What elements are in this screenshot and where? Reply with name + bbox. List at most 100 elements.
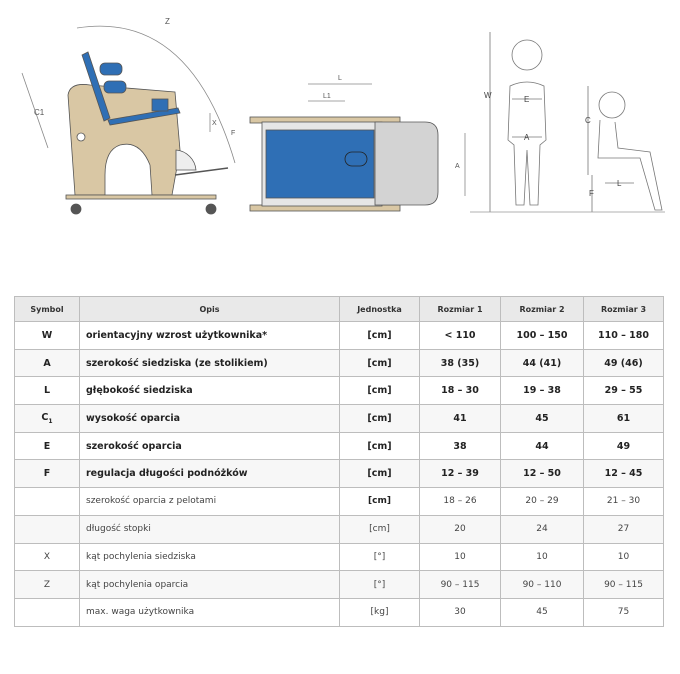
label-z: Z: [165, 17, 170, 26]
cell-unit-text: [cm]: [367, 440, 392, 452]
cell-unit: [cm]: [339, 431, 420, 461]
cell-opis-text: szerokość siedziska (ze stolikiem): [86, 357, 268, 369]
cell-opis: max. waga użytkownika: [79, 597, 340, 627]
cell-unit: [cm]: [339, 487, 420, 516]
header-rozmiar-1: Rozmiar 1: [419, 296, 501, 322]
cell-symbol: W: [14, 321, 80, 350]
cell-rozmiar-1: 18 – 30: [419, 376, 501, 406]
cell-rozmiar-3-text: 110 – 180: [597, 329, 650, 341]
cell-rozmiar-2: 10: [500, 542, 584, 572]
cell-opis: orientacyjny wzrost użytkownika*: [79, 321, 340, 350]
cell-symbol: C1: [14, 404, 80, 433]
cell-unit: [cm]: [339, 376, 420, 406]
cell-rozmiar-3-text: 29 – 55: [604, 385, 643, 397]
cell-rozmiar-3: 110 – 180: [583, 321, 664, 350]
cell-rozmiar-2-text: 10: [536, 551, 548, 562]
cell-rozmiar-3-text: 75: [617, 607, 630, 618]
cell-unit-text: [°]: [373, 551, 386, 562]
cell-opis: głębokość siedziska: [79, 376, 340, 406]
chair-side-view: Z C1 X F: [21, 17, 236, 215]
header-symbol: Symbol: [14, 296, 80, 322]
label-e: E: [524, 95, 529, 104]
cell-rozmiar-1-text: 90 – 115: [440, 579, 480, 590]
cell-symbol: E: [14, 431, 80, 461]
label-f-child: F: [589, 189, 594, 198]
cell-rozmiar-1: < 110: [419, 321, 501, 350]
cell-opis: szerokość oparcia z pelotami: [79, 487, 340, 516]
cell-symbol: [14, 514, 80, 544]
cell-rozmiar-3-text: 90 – 115: [604, 579, 643, 590]
label-a-child: A: [524, 133, 530, 142]
cell-opis: kąt pochylenia oparcia: [79, 570, 340, 599]
cell-symbol-text: A: [43, 357, 51, 369]
cell-rozmiar-2-text: 12 – 50: [523, 468, 561, 480]
cell-rozmiar-3: 12 – 45: [583, 459, 664, 489]
cell-unit: [°]: [339, 542, 420, 572]
cell-symbol-text: C: [41, 411, 49, 423]
cell-opis-text: wysokość oparcia: [86, 412, 181, 424]
table-row: C1 wysokość oparcia [cm] 41 45 61: [14, 404, 664, 433]
cell-unit-text: [cm]: [367, 357, 392, 369]
cell-rozmiar-2-text: 24: [536, 524, 548, 535]
cell-rozmiar-3-text: 49: [616, 440, 631, 452]
cell-rozmiar-3: 49: [583, 431, 664, 461]
cell-rozmiar-1-text: 30: [454, 607, 466, 618]
cell-unit: [cm]: [339, 514, 420, 544]
cell-rozmiar-2-text: 100 – 150: [516, 329, 568, 341]
cell-rozmiar-1: 18 – 26: [419, 487, 501, 516]
label-f: F: [231, 130, 235, 137]
cell-rozmiar-1-text: 41: [453, 412, 467, 424]
cell-rozmiar-3: 75: [583, 597, 664, 627]
cell-unit-text: [cm]: [367, 412, 392, 424]
table-header-row: Symbol Opis Jednostka Rozmiar 1 Rozmiar …: [14, 296, 664, 322]
cell-rozmiar-3-text: 21 – 30: [606, 496, 641, 507]
cell-symbol: L: [14, 376, 80, 406]
cell-rozmiar-2-text: 19 – 38: [523, 385, 561, 397]
cell-unit-text: [cm]: [367, 468, 392, 480]
cell-rozmiar-1-text: 10: [454, 551, 466, 562]
cell-rozmiar-3: 27: [583, 514, 664, 544]
cell-rozmiar-1-text: 12 – 39: [441, 468, 479, 480]
symbol-subscript: 1: [48, 417, 53, 425]
cell-rozmiar-2: 100 – 150: [500, 321, 584, 350]
cell-rozmiar-3: 21 – 30: [583, 487, 664, 516]
cell-rozmiar-1-text: 18 – 26: [443, 496, 477, 507]
cell-unit-text: [cm]: [367, 329, 392, 341]
cell-rozmiar-2: 20 – 29: [500, 487, 584, 516]
cell-rozmiar-3-text: 61: [616, 412, 631, 424]
cell-unit: [cm]: [339, 321, 420, 350]
cell-symbol-text: F: [43, 468, 51, 480]
cell-unit-text: [cm]: [367, 385, 392, 397]
cell-unit: [cm]: [339, 459, 420, 489]
label-c: C: [585, 116, 591, 125]
cell-rozmiar-3: 29 – 55: [583, 376, 664, 406]
cell-rozmiar-2: 45: [500, 404, 584, 433]
cell-unit: [°]: [339, 570, 420, 599]
cell-rozmiar-2-text: 90 – 110: [522, 579, 562, 590]
cell-rozmiar-2: 44: [500, 431, 584, 461]
cell-rozmiar-2: 19 – 38: [500, 376, 584, 406]
header-opis: Opis: [79, 296, 340, 322]
cell-rozmiar-3-text: 10: [617, 551, 630, 562]
cell-rozmiar-1: 20: [419, 514, 501, 544]
table-row: szerokość oparcia z pelotami[cm] 18 – 26 2…: [14, 487, 664, 516]
cell-rozmiar-1-text: 38: [453, 440, 467, 452]
cell-opis-text: regulacja długości podnóżków: [86, 468, 248, 480]
cell-rozmiar-1: 38 (35): [419, 348, 501, 378]
size-table: Symbol Opis Jednostka Rozmiar 1 Rozmiar …: [14, 296, 664, 627]
cell-rozmiar-2: 90 – 110: [500, 570, 584, 599]
cell-rozmiar-2: 12 – 50: [500, 459, 584, 489]
cell-opis: regulacja długości podnóżków: [79, 459, 340, 489]
cell-rozmiar-1: 30: [419, 597, 501, 627]
cell-symbol-text: L: [43, 385, 51, 397]
cell-unit: [kg]: [339, 597, 420, 627]
cell-rozmiar-1: 10: [419, 542, 501, 572]
header-jednostka: Jednostka: [339, 296, 420, 322]
